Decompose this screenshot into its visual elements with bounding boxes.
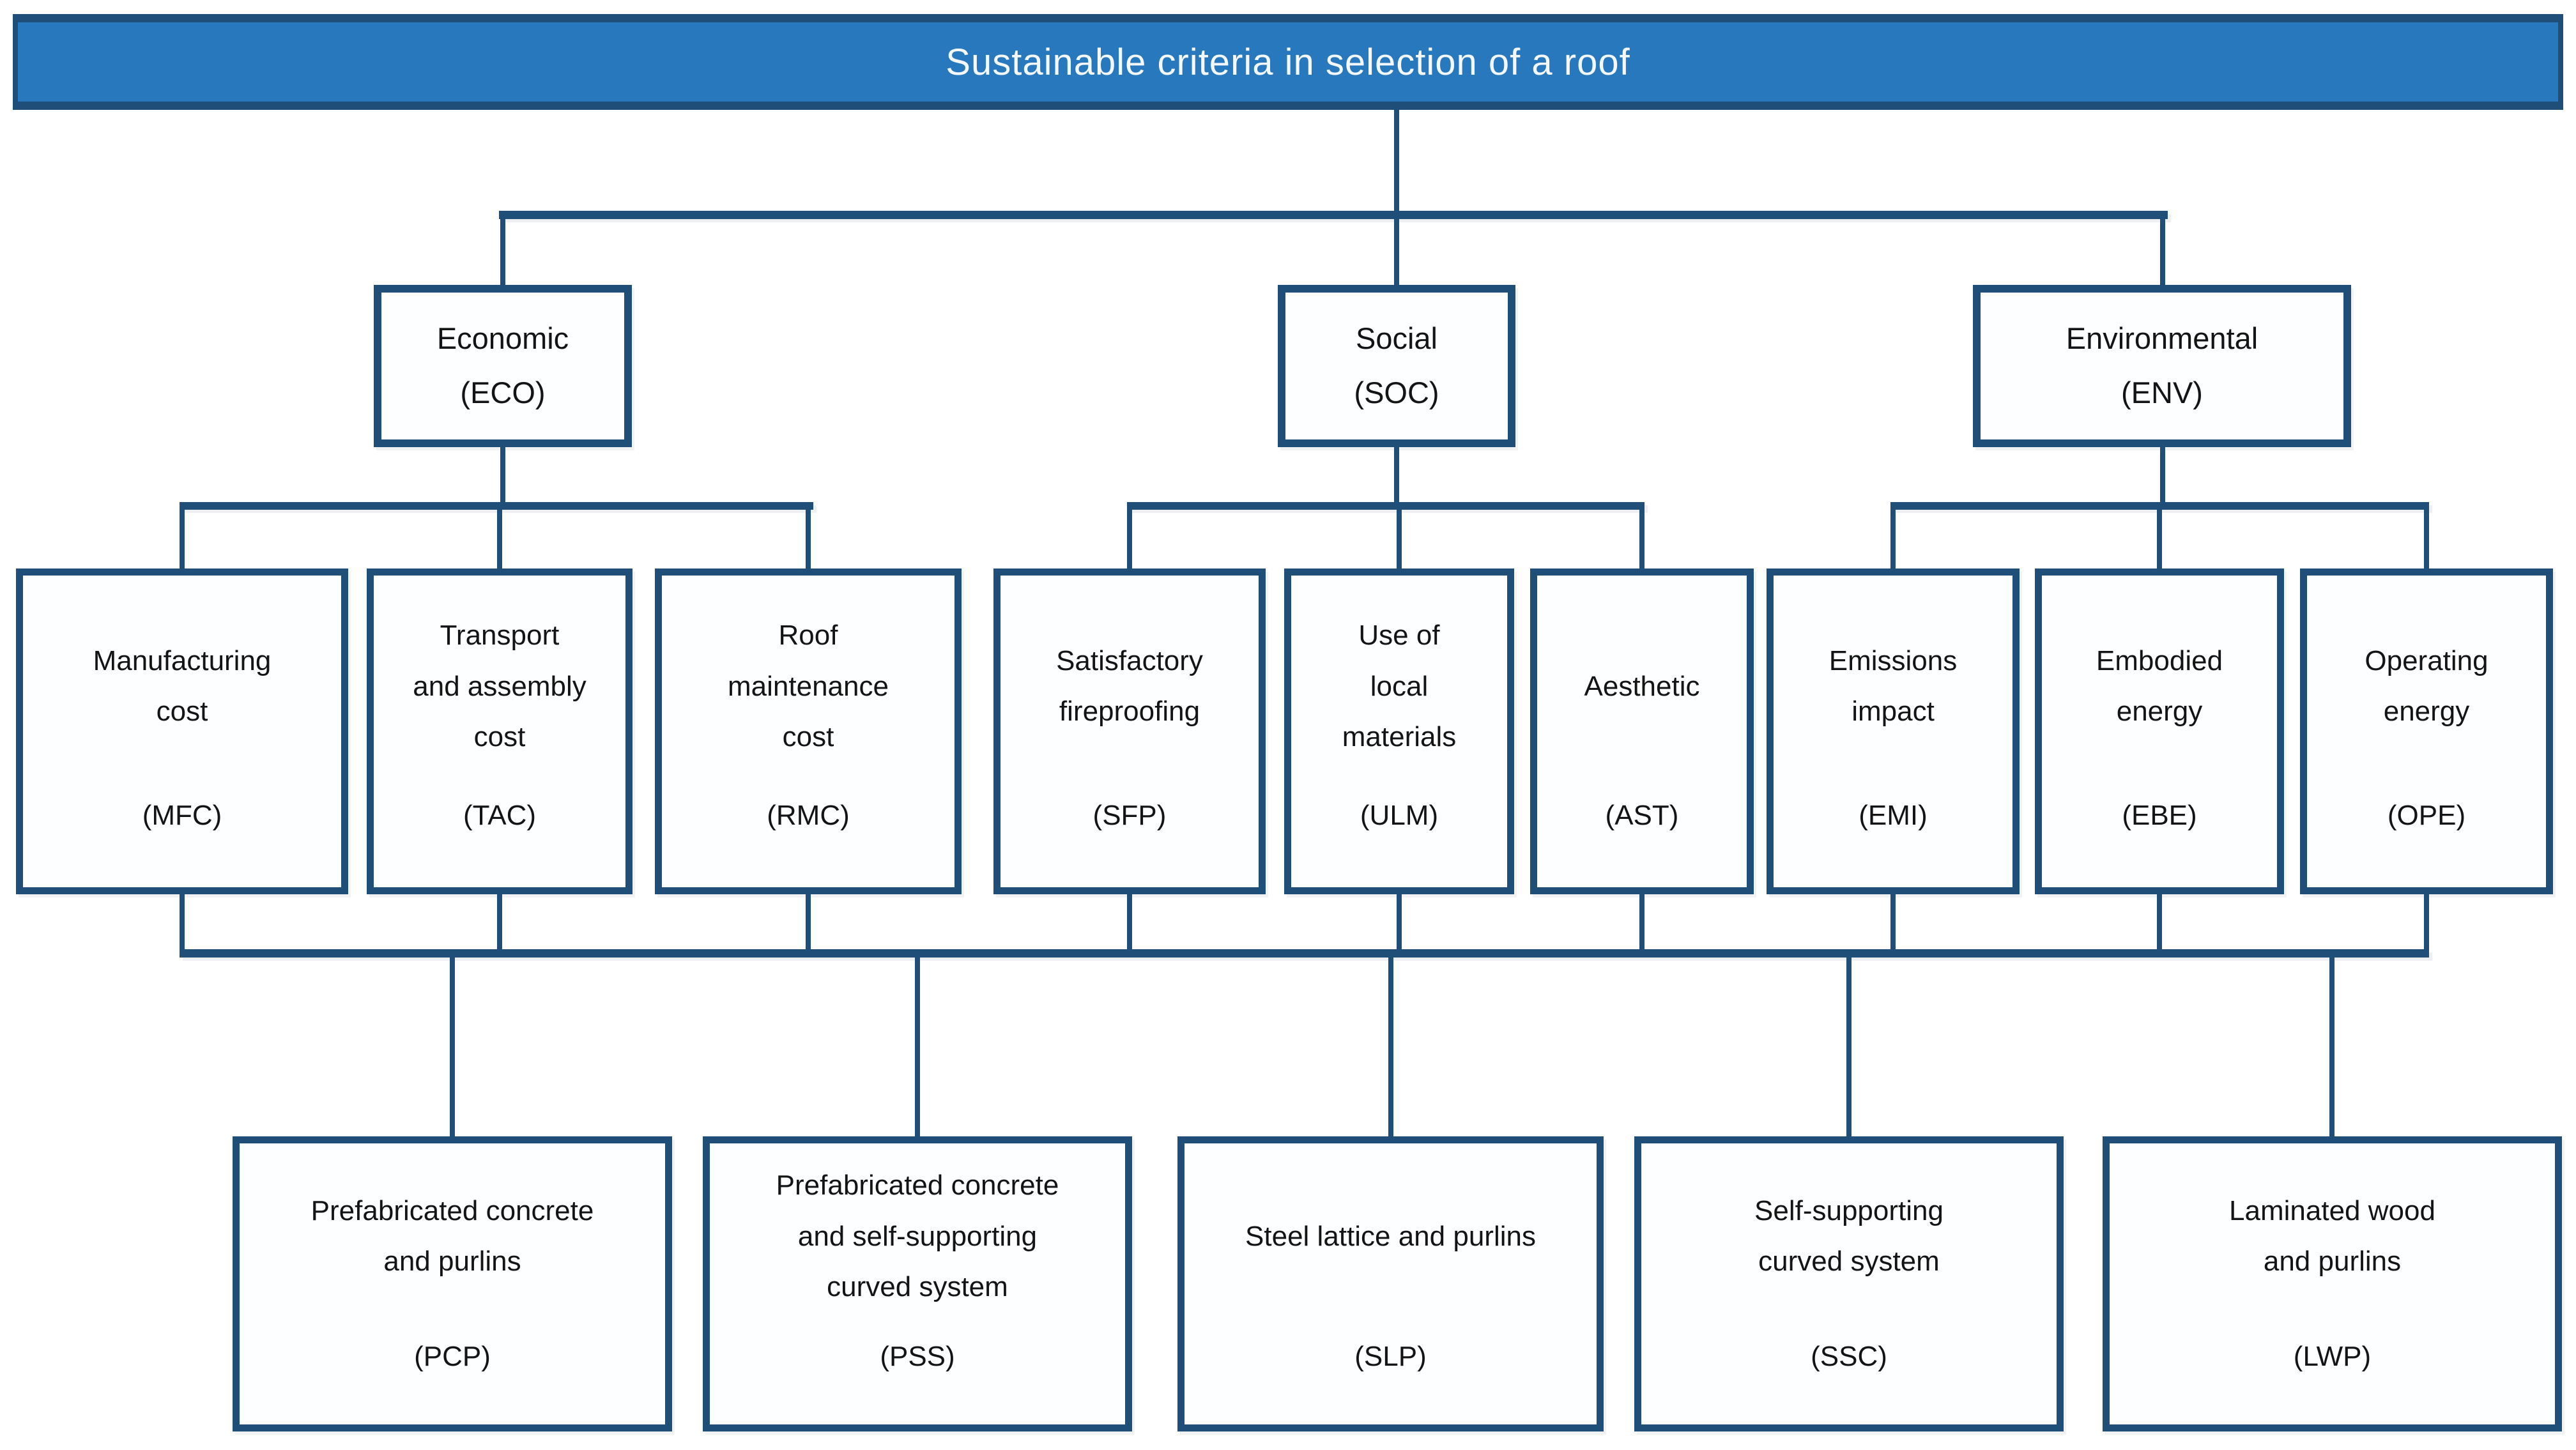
alternative-name: Steel lattice and purlins	[1245, 1220, 1536, 1252]
criterion-code: (RMC)	[767, 799, 850, 831]
connector-alternatives-bus	[180, 949, 2429, 958]
criterion-code: (SFP)	[1092, 799, 1167, 831]
category-box-environmental: Environmental (ENV)	[1973, 285, 2351, 447]
category-name: Social	[1355, 321, 1438, 356]
connector-drop-economic	[500, 215, 505, 286]
criterion-code: (ULM)	[1360, 799, 1439, 831]
connector-stub-sfp	[1127, 894, 1132, 955]
connector-drop-pcp	[450, 952, 455, 1138]
category-code: (ENV)	[2121, 376, 2203, 409]
connector-social-down	[1394, 447, 1399, 506]
connector-categories-bus	[499, 211, 2168, 219]
connector-drop-ope	[2424, 502, 2429, 570]
criterion-code: (AST)	[1605, 799, 1679, 831]
connector-economic-down	[500, 447, 505, 506]
alternative-code: (LWP)	[2293, 1341, 2372, 1373]
category-code: (SOC)	[1354, 376, 1439, 409]
connector-stub-tac	[497, 894, 502, 955]
criterion-code: (EMI)	[1859, 799, 1928, 831]
connector-drop-sfp	[1127, 502, 1132, 570]
connector-drop-slp	[1388, 952, 1393, 1138]
alternative-code: (SSC)	[1811, 1341, 1887, 1373]
connector-drop-emi	[1890, 502, 1896, 570]
connector-drop-ebe	[2157, 502, 2162, 570]
criterion-name: Aesthetic	[1584, 670, 1700, 702]
connector-environmental-down	[2160, 447, 2165, 506]
connector-economic-bus	[180, 502, 813, 510]
criterion-box-ast: Aesthetic (AST)	[1530, 569, 1754, 894]
connector-drop-tac	[497, 502, 502, 570]
category-box-social: Social (SOC)	[1278, 285, 1515, 447]
criterion-code: (OPE)	[2387, 799, 2466, 831]
criterion-code: (MFC)	[142, 799, 222, 831]
diagram-title: Sustainable criteria in selection of a r…	[946, 41, 1630, 83]
alternative-code: (PCP)	[414, 1341, 491, 1373]
connector-stub-mfc	[180, 894, 185, 955]
connector-stub-ope	[2424, 894, 2429, 955]
connector-drop-ast	[1639, 502, 1644, 570]
alternative-code: (PSS)	[880, 1341, 955, 1373]
criterion-code: (EBE)	[2122, 799, 2197, 831]
connector-drop-social	[1394, 215, 1399, 289]
connector-drop-rmc	[806, 502, 811, 570]
connector-drop-ssc	[1846, 952, 1851, 1138]
connector-stub-ebe	[2157, 894, 2162, 955]
connector-drop-lwp	[2329, 952, 2334, 1138]
connector-title-drop	[1394, 110, 1399, 215]
connector-stub-ast	[1639, 894, 1644, 955]
connector-social-bus	[1127, 502, 1644, 510]
connector-stub-rmc	[806, 894, 811, 955]
title-bar: Sustainable criteria in selection of a r…	[13, 14, 2563, 110]
alternative-code: (SLP)	[1354, 1341, 1427, 1373]
category-box-economic: Economic (ECO)	[374, 285, 632, 447]
connector-stub-emi	[1890, 894, 1896, 955]
category-code: (ECO)	[460, 376, 546, 409]
criterion-code: (TAC)	[463, 799, 537, 831]
alternative-box-slp: Steel lattice and purlins (SLP)	[1177, 1136, 1604, 1431]
category-name: Economic	[436, 321, 569, 356]
connector-drop-ulm	[1397, 502, 1402, 570]
connector-drop-pss	[915, 952, 920, 1138]
category-name: Environmental	[2066, 321, 2258, 356]
connector-drop-mfc	[180, 502, 185, 570]
connector-drop-environmental	[2160, 215, 2165, 286]
connector-stub-ulm	[1397, 894, 1402, 955]
